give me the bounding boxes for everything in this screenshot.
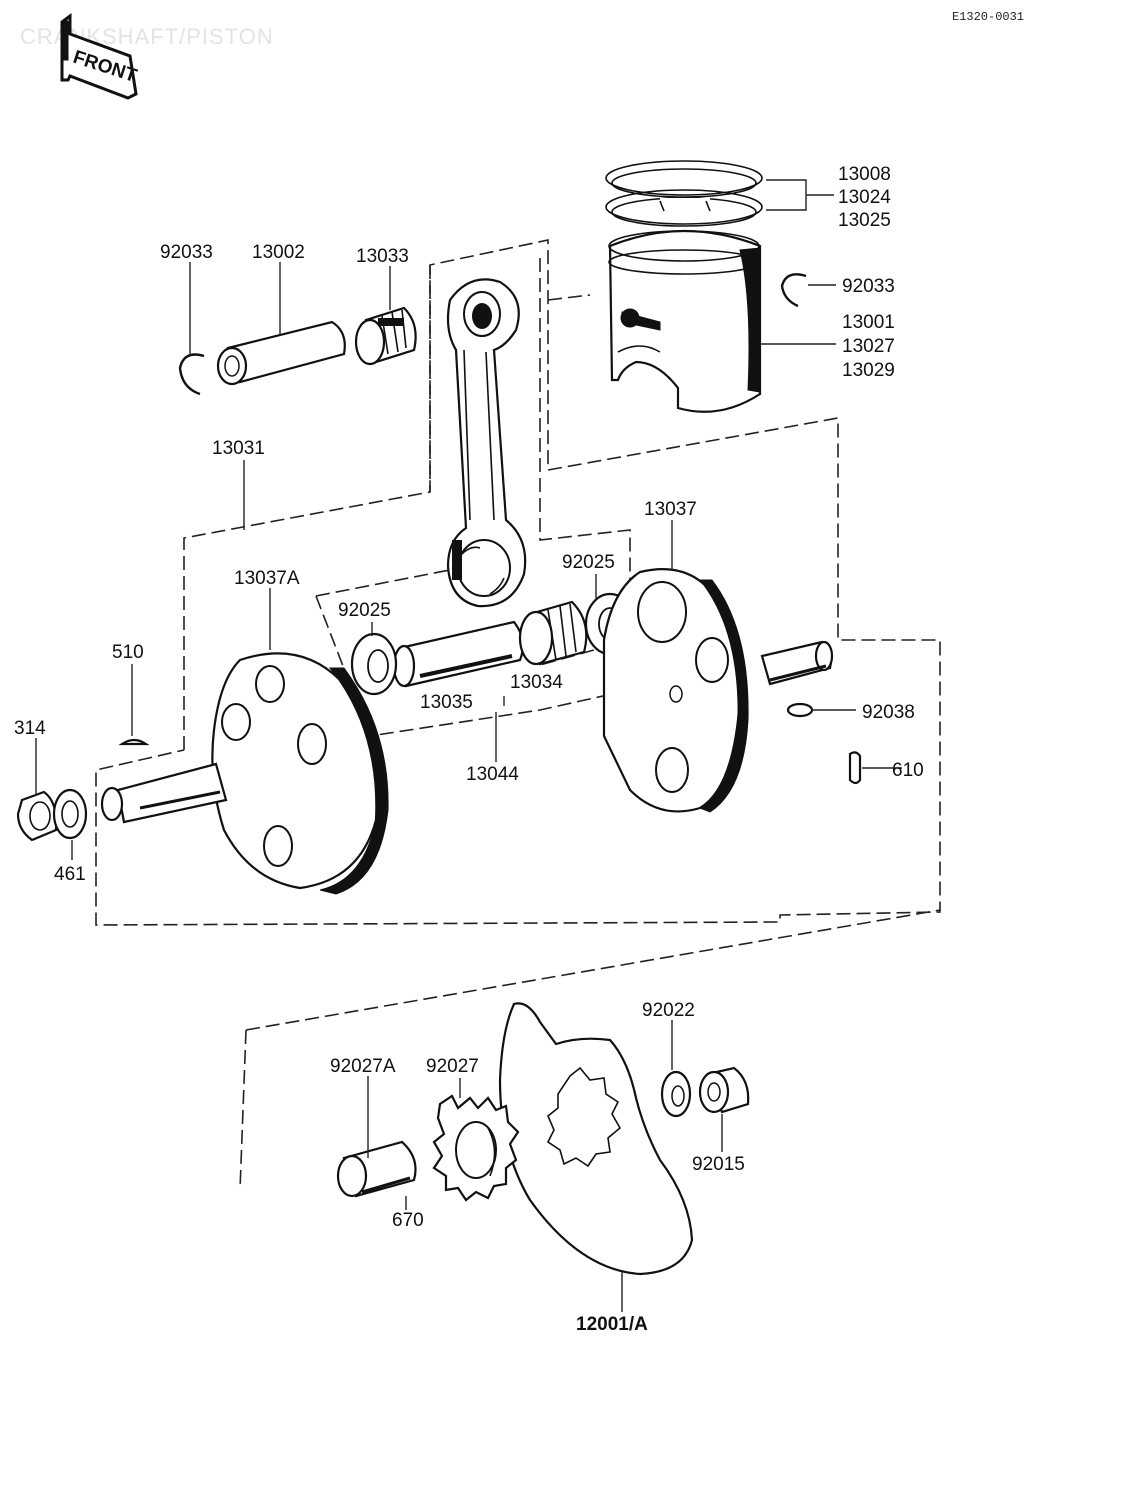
label-13031: 13031 bbox=[212, 438, 265, 459]
piston-pin-clip-right bbox=[780, 273, 807, 308]
piston-pin-clip-left bbox=[178, 353, 205, 396]
label-13001: 13001 bbox=[842, 312, 895, 333]
label-670: 670 bbox=[392, 1210, 424, 1231]
collar-92015 bbox=[698, 1066, 750, 1114]
group-outlines bbox=[95, 239, 941, 1191]
label-13037A: 13037A bbox=[234, 568, 300, 589]
label-13024: 13024 bbox=[838, 187, 891, 208]
small-ring-92038 bbox=[786, 702, 814, 718]
thrust-washer-left bbox=[350, 632, 398, 696]
label-13002: 13002 bbox=[252, 242, 305, 263]
small-end-needle-bearing bbox=[354, 306, 417, 366]
label-92033-right: 92033 bbox=[842, 276, 895, 297]
label-13008: 13008 bbox=[838, 164, 891, 185]
primary-gear-plate bbox=[498, 1002, 694, 1276]
label-92015: 92015 bbox=[692, 1154, 745, 1175]
crankshaft-washer bbox=[52, 788, 88, 840]
piston bbox=[608, 229, 762, 413]
label-12001A: 12001/A bbox=[576, 1314, 648, 1335]
piston-ring-set bbox=[605, 160, 763, 227]
connecting-rod bbox=[446, 278, 527, 608]
label-13025: 13025 bbox=[838, 210, 891, 231]
label-13034: 13034 bbox=[510, 672, 563, 693]
primary-sprocket bbox=[432, 1094, 520, 1202]
woodruff-key bbox=[118, 738, 150, 746]
part-labels: 13008 13024 13025 92033 13002 13033 9203… bbox=[14, 164, 924, 1335]
crankshaft-nut bbox=[16, 790, 58, 842]
label-13029: 13029 bbox=[842, 360, 895, 381]
label-510: 510 bbox=[112, 642, 144, 663]
label-92033-left: 92033 bbox=[160, 242, 213, 263]
right-crank-flywheel bbox=[602, 568, 834, 813]
washer-92022 bbox=[660, 1070, 692, 1118]
label-13044: 13044 bbox=[466, 764, 519, 785]
diagram-code: E1320-0031 bbox=[952, 10, 1024, 24]
label-13037: 13037 bbox=[644, 499, 697, 520]
piston-pin bbox=[216, 320, 346, 386]
label-13033: 13033 bbox=[356, 246, 409, 267]
label-314: 314 bbox=[14, 718, 46, 739]
label-13035: 13035 bbox=[420, 692, 473, 713]
label-92025-right: 92025 bbox=[562, 552, 615, 573]
label-610: 610 bbox=[892, 760, 924, 781]
dowel-pin bbox=[848, 751, 862, 785]
label-461: 461 bbox=[54, 864, 86, 885]
crankpin bbox=[392, 620, 525, 688]
big-end-needle-bearing bbox=[518, 600, 588, 666]
label-92022: 92022 bbox=[642, 1000, 695, 1021]
label-92025-left: 92025 bbox=[338, 600, 391, 621]
label-92027: 92027 bbox=[426, 1056, 479, 1077]
front-direction-icon: FRONT bbox=[60, 13, 140, 100]
label-92038: 92038 bbox=[862, 702, 915, 723]
left-crank-flywheel bbox=[100, 652, 389, 895]
label-13027: 13027 bbox=[842, 336, 895, 357]
label-92027A: 92027A bbox=[330, 1056, 396, 1077]
diagram-title-faint: CRANKSHAFT/PISTON bbox=[20, 24, 274, 49]
leader-lines bbox=[35, 179, 902, 1312]
spacer-collar bbox=[336, 1140, 417, 1198]
